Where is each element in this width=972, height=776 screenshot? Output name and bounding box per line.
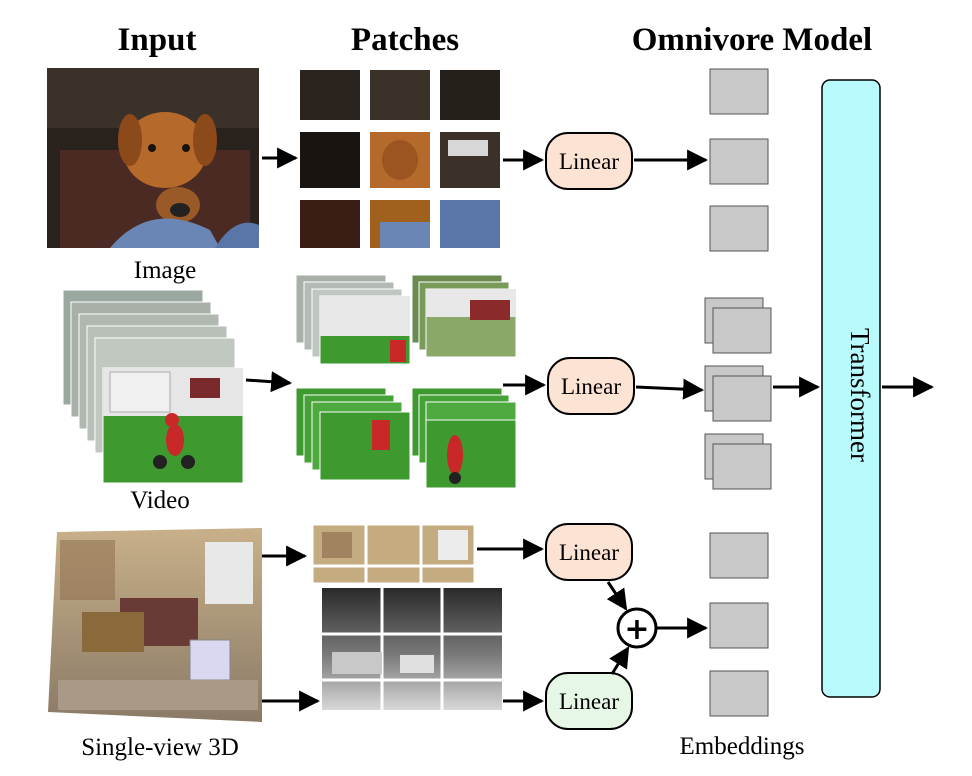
linear-box-video: Linear <box>547 357 635 415</box>
transformer-label: Transformer <box>845 328 875 462</box>
linear-label-video: Linear <box>561 374 621 399</box>
embeddings-3d <box>709 532 769 717</box>
single-view-3d-label: Single-view 3D <box>81 734 239 761</box>
sum-node: + <box>616 607 658 649</box>
input-header: Input <box>118 22 197 58</box>
depth-patches <box>322 588 502 710</box>
video-patches <box>295 274 517 489</box>
linear-box-depth: Linear <box>545 672 633 730</box>
linear-label-image: Linear <box>559 149 619 174</box>
embeddings-image <box>709 68 769 252</box>
transformer-block: Transformer <box>821 79 881 698</box>
linear-label-rgb: Linear <box>559 540 619 565</box>
model-header: Omnivore Model <box>632 22 872 58</box>
image-patches <box>300 70 500 248</box>
plus-icon: + <box>624 612 649 647</box>
video-frames <box>62 289 244 484</box>
linear-label-depth: Linear <box>559 689 619 714</box>
embeddings-video <box>704 297 772 490</box>
rgb-patches <box>310 522 477 586</box>
linear-box-image: Linear <box>545 132 633 190</box>
patches-header: Patches <box>351 22 459 58</box>
arrows <box>245 147 935 712</box>
embeddings-label: Embeddings <box>680 733 805 760</box>
linear-box-rgb: Linear <box>545 523 633 581</box>
dog-image <box>47 68 259 248</box>
room-rgbd-image <box>48 528 262 722</box>
video-label: Video <box>130 487 190 514</box>
image-label: Image <box>134 257 196 284</box>
